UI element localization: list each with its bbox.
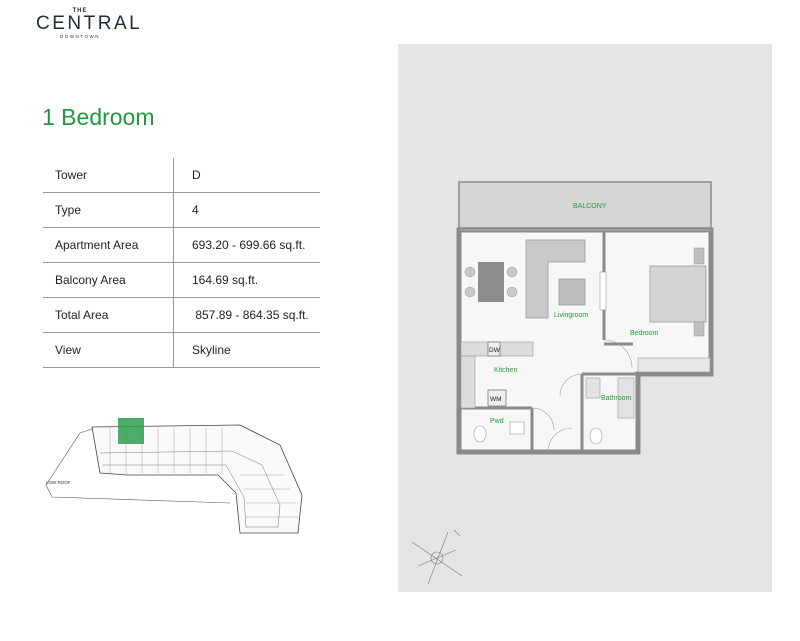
building-inner-corridor bbox=[99, 450, 281, 528]
building-outline bbox=[91, 424, 303, 534]
shower bbox=[585, 377, 601, 399]
highlighted-unit bbox=[118, 418, 144, 444]
bathroom-vanity bbox=[617, 377, 635, 419]
low-roof-outline bbox=[45, 428, 93, 486]
spec-value: 164.69 sq.ft. bbox=[173, 262, 320, 298]
spec-row-view: View Skyline bbox=[43, 332, 320, 368]
key-plan: LOW ROOF bbox=[45, 418, 303, 534]
dining-table bbox=[478, 262, 504, 302]
dining-chair bbox=[464, 286, 476, 298]
dining-chair bbox=[464, 266, 476, 278]
spec-value: Skyline bbox=[173, 332, 320, 368]
sofa bbox=[525, 239, 586, 319]
room-label-bedroom: Bedroom bbox=[630, 330, 659, 337]
pwd-toilet bbox=[473, 425, 487, 443]
dishwasher bbox=[487, 341, 501, 357]
spec-value: D bbox=[173, 158, 320, 193]
spec-row-tower: Tower D bbox=[43, 158, 320, 193]
floorplan: BALCONY Livingroom Bedroom Kitchen Bathr… bbox=[411, 181, 714, 585]
spec-value: 4 bbox=[173, 192, 320, 228]
dining-chair bbox=[506, 286, 518, 298]
spec-row-balcony-area: Balcony Area 164.69 sq.ft. bbox=[43, 262, 320, 298]
room-label-bathroom: Bathroom bbox=[601, 395, 632, 402]
pillow bbox=[693, 247, 705, 265]
washing-machine bbox=[487, 389, 507, 407]
unit-specs-table: Tower D Type 4 Apartment Area 693.20 - 6… bbox=[43, 158, 320, 368]
wardrobe bbox=[637, 357, 711, 373]
compass-icon bbox=[411, 529, 463, 585]
brand-logo: THE CENTRAL DOWNTOWN bbox=[36, 8, 143, 39]
balcony-area bbox=[458, 181, 712, 229]
coffee-table bbox=[558, 278, 586, 306]
room-label-pwd: Pwd bbox=[490, 418, 504, 425]
spec-value: 857.89 - 864.35 sq.ft. bbox=[173, 297, 320, 333]
spec-row-apartment-area: Apartment Area 693.20 - 699.66 sq.ft. bbox=[43, 227, 320, 263]
dining-chair bbox=[506, 266, 518, 278]
unit-title: 1 Bedroom bbox=[42, 104, 155, 130]
spec-label: Apartment Area bbox=[43, 227, 174, 263]
dishwasher-label: DW bbox=[489, 347, 501, 354]
bed bbox=[649, 265, 707, 323]
spec-label: View bbox=[43, 332, 174, 368]
logo-bottom-text: DOWNTOWN bbox=[60, 34, 100, 39]
kitchen-counter-side bbox=[460, 355, 476, 409]
spec-label: Tower bbox=[43, 158, 174, 193]
low-roof-label: LOW ROOF bbox=[46, 480, 71, 485]
spec-row-total-area: Total Area 857.89 - 864.35 sq.ft. bbox=[43, 297, 320, 333]
tv-unit bbox=[599, 271, 607, 311]
logo-top-text: THE bbox=[72, 8, 88, 14]
pwd-sink bbox=[509, 421, 525, 435]
room-label-balcony: BALCONY bbox=[573, 203, 607, 210]
low-roof-outline-bottom bbox=[45, 484, 231, 504]
toilet bbox=[589, 427, 603, 445]
apartment-floor bbox=[459, 230, 711, 452]
logo-main-text: CENTRAL bbox=[36, 13, 143, 34]
nightstand bbox=[693, 321, 705, 337]
spec-label: Balcony Area bbox=[43, 262, 174, 298]
door-swings bbox=[531, 339, 633, 453]
spec-label: Total Area bbox=[43, 297, 174, 333]
spec-value: 693.20 - 699.66 sq.ft. bbox=[173, 227, 320, 263]
spec-label: Type bbox=[43, 192, 174, 228]
room-label-livingroom: Livingroom bbox=[554, 312, 588, 319]
room-label-kitchen: Kitchen bbox=[494, 367, 517, 374]
washing-machine-label: WM bbox=[490, 396, 502, 403]
spec-row-type: Type 4 bbox=[43, 192, 320, 228]
